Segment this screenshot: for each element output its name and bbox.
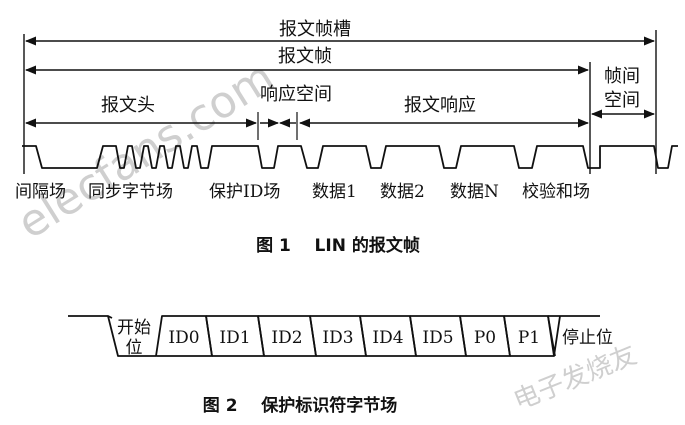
start-bit-label-line2: 位 <box>126 338 143 358</box>
start-bit-label-line1: 开始 <box>117 318 151 338</box>
watermark-site: elecfans.com <box>9 51 283 249</box>
frame-label: 报文帧 <box>278 46 332 67</box>
frame-slot-dimension: 报文帧槽 <box>23 19 657 174</box>
pid-bit-cells <box>107 315 600 357</box>
field-label-data1: 数据1 <box>312 182 357 202</box>
interframe-label-line1: 帧间 <box>604 66 640 87</box>
bit-id3: ID3 <box>322 328 353 348</box>
bit-id1: ID1 <box>219 328 250 348</box>
response-dimension: 报文响应 <box>298 95 590 128</box>
response-space-label: 响应空间 <box>260 84 332 105</box>
field-label-checksum: 校验和场 <box>522 182 590 202</box>
interframe-label-line2: 空间 <box>604 90 640 111</box>
figure2-caption: 图 2 保护标识符字节场 <box>203 395 397 416</box>
field-label-sync: 同步字节场 <box>88 182 173 202</box>
header-dimension: 报文头 <box>24 95 259 140</box>
response-space-dimension: 响应空间 <box>260 84 332 140</box>
field-label-data2: 数据2 <box>380 182 425 202</box>
bit-p1: P1 <box>518 328 540 348</box>
bit-id5: ID5 <box>422 328 453 348</box>
response-label: 报文响应 <box>404 95 476 116</box>
watermark-brand: 电子发烧友 <box>509 340 641 417</box>
pid-waveform-top <box>68 315 113 319</box>
bit-id2: ID2 <box>271 328 302 348</box>
figure1-caption: 图 1 LIN 的报文帧 <box>256 235 420 256</box>
interframe-dimension: 帧间 空间 <box>590 66 656 119</box>
field-label-datan: 数据N <box>450 182 499 202</box>
lin-waveform <box>22 145 678 169</box>
field-label-break: 间隔场 <box>15 182 66 202</box>
bit-id4: ID4 <box>372 328 403 348</box>
frame-slot-label: 报文帧槽 <box>279 19 351 40</box>
header-label: 报文头 <box>101 95 155 116</box>
bit-p0: P0 <box>474 328 496 348</box>
bit-id0: ID0 <box>168 328 199 348</box>
frame-dimension: 报文帧 <box>24 46 591 174</box>
stop-bit-label: 停止位 <box>562 328 613 348</box>
field-label-pid: 保护ID场 <box>209 182 280 202</box>
